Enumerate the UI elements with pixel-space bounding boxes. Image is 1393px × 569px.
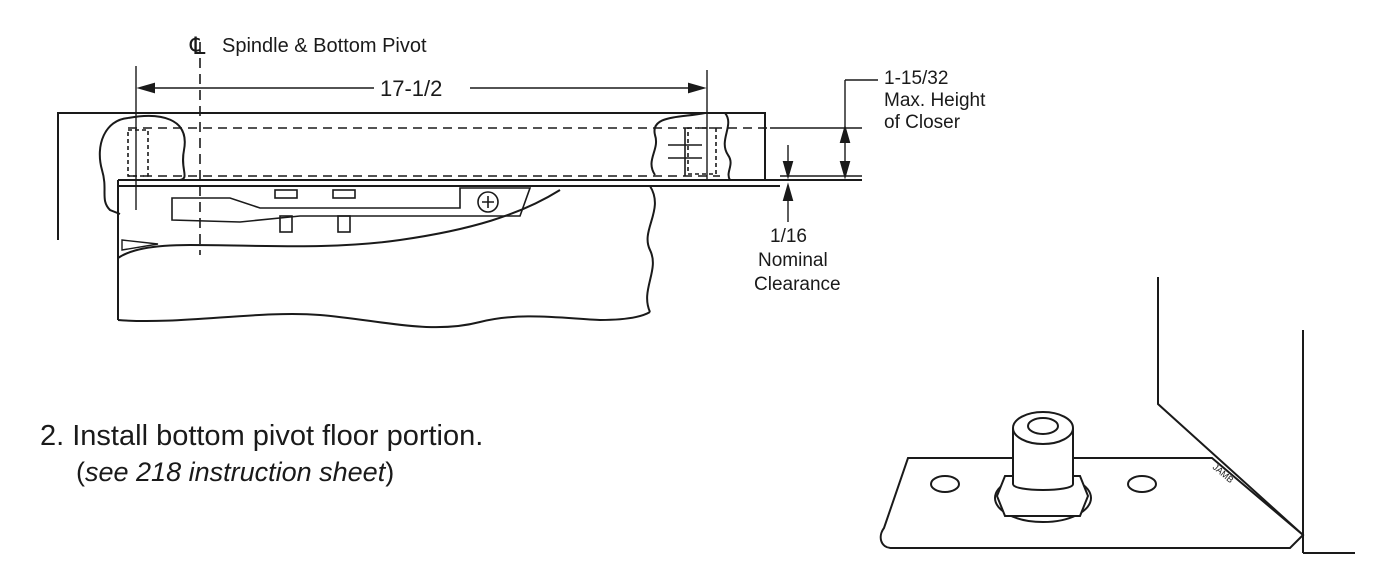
door-frame-right: [705, 112, 766, 180]
reference-close-paren: ): [385, 457, 395, 487]
floor-break-right: [646, 185, 656, 313]
clearance-arrow-bottom: [782, 182, 794, 201]
arm-stud-2: [337, 215, 351, 233]
dim-arrow-left: [136, 82, 155, 94]
height-arrow-top: [839, 124, 851, 143]
height-arrow-bottom: [839, 161, 851, 180]
height-dimension: 1-15/32: [884, 68, 948, 89]
spindle-label: Spindle & Bottom Pivot: [222, 35, 427, 57]
height-caption-1: Max. Height: [884, 90, 986, 111]
door-break-left: [98, 117, 129, 215]
floor-break-curve: [117, 189, 561, 259]
install-instruction: 2. Install bottom pivot floor portion. (…: [40, 418, 483, 490]
plate-hole-left: [930, 475, 960, 493]
clearance-caption-1: Nominal: [758, 250, 828, 271]
step-number: 2.: [40, 420, 65, 452]
floor-break-bottom: [117, 311, 651, 329]
arm-stud-1: [279, 215, 293, 233]
dim-arrow-right: [688, 82, 707, 94]
centerline-symbol: ℄: [189, 33, 206, 60]
pivot-collar: [1012, 428, 1074, 445]
clearance-caption-2: Clearance: [754, 274, 841, 295]
clearance-arrow-top: [782, 161, 794, 180]
door-frame-line: [57, 112, 705, 240]
floor-plate-outline: [879, 457, 1305, 549]
jamb-bottom: [1302, 535, 1355, 554]
reference-note: (see 218 instruction sheet): [40, 454, 483, 490]
door-break-left-top: [127, 114, 186, 181]
right-spindle-cross: [668, 128, 702, 176]
mounting-screw: [121, 239, 159, 251]
pivot-screw: [477, 191, 499, 213]
closer-right-break: [650, 112, 706, 176]
reference-text: see 218 instruction sheet: [85, 457, 386, 487]
arm-block-1: [274, 189, 298, 199]
pivot-top-ring: [1012, 411, 1074, 445]
arm-block-2: [332, 189, 356, 199]
left-cap: [127, 129, 149, 177]
reference-open-paren: (: [76, 457, 85, 487]
closer-right-break-2: [723, 112, 732, 181]
closer-arm: [171, 187, 532, 223]
jamb-line-left: [1157, 277, 1304, 538]
height-caption-2: of Closer: [884, 112, 961, 133]
pivot-body: [1012, 440, 1074, 491]
clearance-dimension: 1/16: [770, 226, 807, 247]
right-spindle: [687, 127, 717, 175]
step-text: Install bottom pivot floor portion.: [72, 420, 484, 452]
plate-hole-right: [1127, 475, 1157, 493]
pivot-top-hole: [1027, 417, 1059, 435]
pivot-screw-cross: [482, 196, 494, 208]
width-dimension: 17-1/2: [380, 76, 442, 101]
